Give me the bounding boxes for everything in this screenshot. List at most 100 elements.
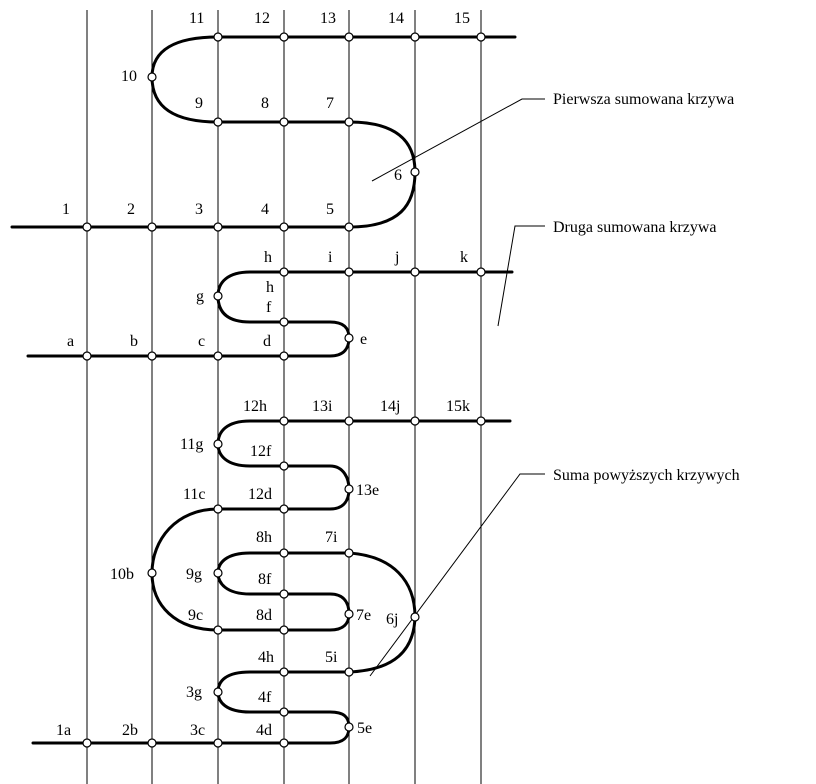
point-label: i xyxy=(328,249,333,266)
node xyxy=(279,461,289,471)
node xyxy=(344,117,354,127)
node xyxy=(410,167,420,177)
node xyxy=(344,416,354,426)
point-label: 11g xyxy=(180,436,203,453)
point-label: 9g xyxy=(186,566,202,583)
node xyxy=(279,625,289,635)
point-label: 13 xyxy=(320,10,336,27)
point-label: b xyxy=(130,333,138,350)
point-label: h xyxy=(266,279,274,296)
sum-curve-nodes xyxy=(82,416,486,748)
point-label: 2b xyxy=(122,722,138,739)
point-label: 15 xyxy=(454,10,470,27)
node xyxy=(279,738,289,748)
node xyxy=(213,504,223,514)
node xyxy=(82,351,92,361)
node xyxy=(213,222,223,232)
first-curve-labels: 1 2 3 4 5 6 7 8 9 10 11 12 13 14 15 xyxy=(62,10,470,218)
point-label: 10b xyxy=(110,566,134,583)
second-curve-labels: a b c d e f g h h i j k xyxy=(67,249,468,350)
node xyxy=(344,267,354,277)
point-label: 8h xyxy=(256,529,272,546)
point-label: a xyxy=(67,333,74,350)
node xyxy=(213,687,223,697)
point-label: 14j xyxy=(380,398,400,415)
second-curve xyxy=(26,270,514,358)
point-label: 1a xyxy=(56,722,71,739)
leader-lines xyxy=(369,98,545,677)
node xyxy=(279,589,289,599)
point-label: e xyxy=(360,331,367,348)
point-label: 6j xyxy=(386,611,398,628)
point-label: 7i xyxy=(325,529,338,546)
node xyxy=(344,667,354,677)
node xyxy=(279,32,289,42)
node xyxy=(476,32,486,42)
node xyxy=(410,416,420,426)
point-label: 3 xyxy=(195,201,203,218)
node xyxy=(147,568,157,578)
point-label: 4h xyxy=(258,649,274,666)
node xyxy=(213,439,223,449)
point-label: 8 xyxy=(261,95,269,112)
point-label: 7 xyxy=(326,95,334,112)
node xyxy=(279,351,289,361)
node xyxy=(410,612,420,622)
sum-curve xyxy=(31,419,512,745)
point-label: 5 xyxy=(326,201,334,218)
point-label: 13e xyxy=(356,482,379,499)
point-label: 11 xyxy=(189,10,204,27)
point-label: 1 xyxy=(62,201,70,218)
point-label: 8d xyxy=(256,607,272,624)
point-label: 9 xyxy=(195,95,203,112)
point-label: 12h xyxy=(243,398,267,415)
point-label: 2 xyxy=(127,201,135,218)
point-label: 9c xyxy=(188,607,203,624)
node xyxy=(147,738,157,748)
point-label: 10 xyxy=(121,68,137,85)
node xyxy=(147,72,157,82)
point-label: f xyxy=(266,299,272,316)
point-label: 14 xyxy=(388,10,404,27)
node xyxy=(344,484,354,494)
node xyxy=(344,548,354,558)
point-label: 6 xyxy=(394,167,402,184)
point-label: 7e xyxy=(356,607,371,624)
point-label: 8f xyxy=(258,571,272,588)
point-label: 12f xyxy=(250,443,272,460)
caption-second-curve: Druga sumowana krzywa xyxy=(553,219,717,236)
node xyxy=(279,117,289,127)
node xyxy=(213,117,223,127)
vertical-grid-lines xyxy=(86,10,482,784)
node xyxy=(279,707,289,717)
sum-curve-leader xyxy=(369,473,545,677)
node xyxy=(82,738,92,748)
node xyxy=(213,738,223,748)
node xyxy=(279,317,289,327)
point-label: 5i xyxy=(325,649,338,666)
node xyxy=(147,351,157,361)
point-label: 4 xyxy=(261,201,269,218)
node xyxy=(213,32,223,42)
node xyxy=(410,32,420,42)
point-label: 4d xyxy=(256,722,272,739)
caption-first-curve: Pierwsza sumowana krzywa xyxy=(553,91,734,108)
second-curve-nodes xyxy=(82,267,486,361)
second-curve-leader xyxy=(497,225,545,327)
first-curve-nodes xyxy=(82,32,486,232)
node xyxy=(279,222,289,232)
point-label: 3g xyxy=(186,684,202,701)
node xyxy=(410,267,420,277)
node xyxy=(476,267,486,277)
point-label: 11c xyxy=(183,486,206,503)
node xyxy=(279,667,289,677)
node xyxy=(213,625,223,635)
node xyxy=(279,548,289,558)
point-label: 3c xyxy=(190,722,205,739)
node xyxy=(344,722,354,732)
point-label: 12 xyxy=(254,10,270,27)
node xyxy=(213,291,223,301)
node xyxy=(344,333,354,343)
point-label: 4f xyxy=(258,689,272,706)
